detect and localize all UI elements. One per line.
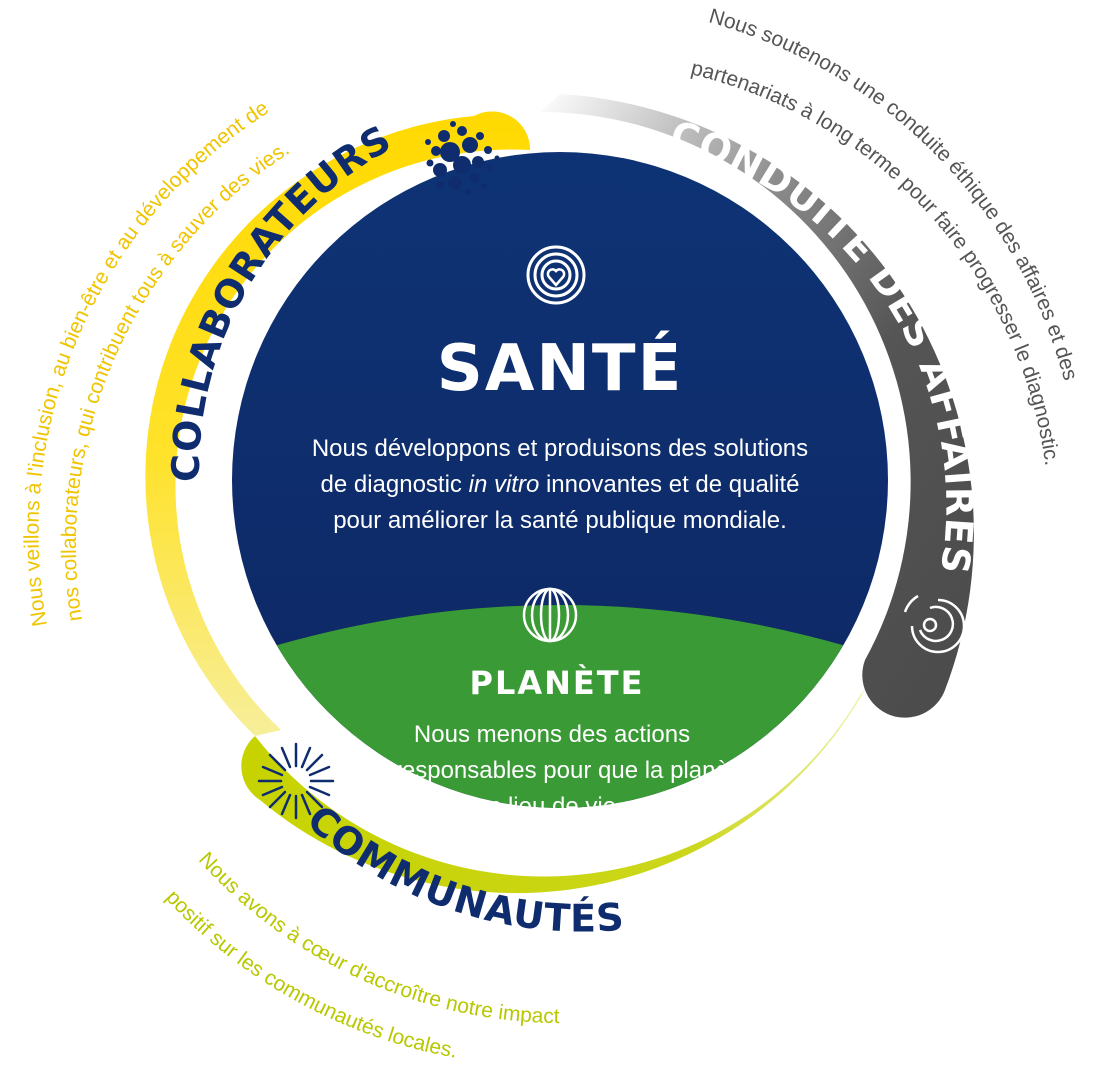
communautes-band (241, 650, 881, 894)
target-rings-icon (903, 594, 966, 654)
burst-icon (257, 742, 335, 820)
planete-text-line-2: écoresponsables pour que la planète (355, 757, 749, 784)
globe-icon (522, 587, 578, 643)
outer-bands (145, 94, 974, 894)
communautes-text-line-2: positif sur les communautés locales. (161, 886, 459, 1063)
planete-text-line-3: soit un lieu de vie sain. (431, 793, 674, 820)
sante-title: SANTÉ (437, 330, 684, 406)
sante-text-line-3: pour améliorer la santé publique mondial… (333, 507, 787, 534)
collaborateurs-band (145, 111, 531, 737)
conduite-band (540, 94, 974, 718)
planete-title: PLANÈTE (470, 664, 645, 702)
sante-text-line-2: de diagnostic in vitro innovantes et de … (321, 471, 800, 498)
bubbles-icon (425, 121, 500, 196)
sante-text-line-1: Nous développons et produisons des solut… (312, 435, 808, 462)
planete-text-line-1: Nous menons des actions (414, 721, 690, 748)
heart-rings-icon (526, 245, 586, 305)
